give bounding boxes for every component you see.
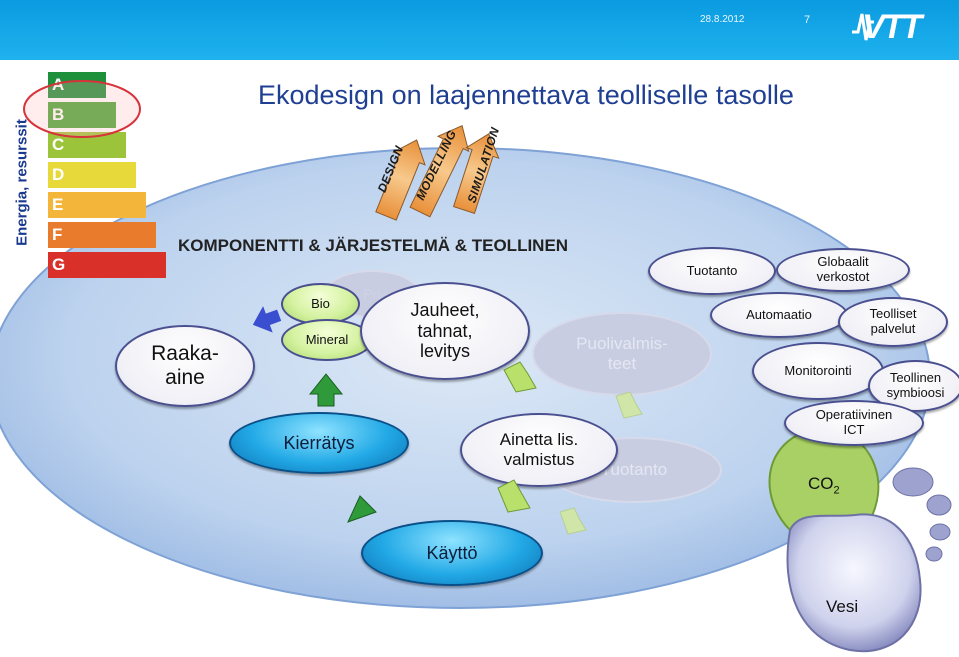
automation-node: Automaatio: [710, 292, 848, 338]
operative-ict-node: Operatiivinen ICT: [784, 400, 924, 446]
production-node: Tuotanto: [648, 247, 776, 295]
raw-material-node: Raaka- aine: [115, 325, 255, 407]
co2-text: CO: [808, 474, 834, 493]
industrial-services-node: Teolliset palvelut: [838, 297, 948, 347]
highlight-ellipse: [23, 80, 141, 138]
footprint-shapes: [768, 428, 952, 653]
arrow-use-left-icon: [347, 495, 377, 523]
energy-class-e: E: [52, 195, 64, 214]
energy-class-f: F: [52, 225, 63, 244]
additive-manufacturing-node: Ainetta lis. valmistus: [460, 413, 618, 487]
slide-number: 7: [804, 14, 811, 26]
arrow-semi-down-icon: [615, 391, 643, 419]
recycling-node: Kierrätys: [229, 412, 409, 474]
design-arrows: [375, 125, 500, 221]
vtt-logo: VTT: [862, 8, 922, 46]
arrow-bio-icon: [252, 306, 282, 333]
co2-label: CO2: [808, 474, 840, 496]
arrow-additive-down-icon: [497, 479, 531, 513]
co2-subscript: 2: [833, 484, 840, 497]
powders-node: Jauheet, tahnat, levitys: [360, 282, 530, 380]
energy-scale: A B C D E F G: [40, 66, 170, 281]
energy-class-d: D: [52, 165, 65, 184]
energy-class-a: A: [52, 75, 64, 95]
header-bar: [0, 0, 959, 60]
mineral-node: Mineral: [281, 319, 373, 361]
energy-class-g: G: [52, 255, 66, 274]
semi-finished-node: Puolivalmis- teet: [532, 312, 712, 396]
slide-date: 28.8.2012: [700, 14, 745, 25]
arrow-mineral-up-icon: [308, 373, 344, 407]
energy-class-b: B: [52, 105, 64, 125]
arrow-production-down-icon: [559, 507, 587, 535]
use-node: Käyttö: [361, 520, 543, 586]
slide-title: Ekodesign on laajennettava teolliselle t…: [258, 80, 794, 110]
water-label: Vesi: [826, 597, 859, 616]
monitoring-node: Monitorointi: [752, 342, 884, 400]
global-networks-node: Globaalit verkostot: [776, 248, 910, 292]
energy-class-c: C: [52, 135, 65, 154]
levels-label: KOMPONENTTI & JÄRJESTELMÄ & TEOLLINEN: [178, 236, 569, 255]
vtt-logo-mark-icon: [852, 13, 874, 41]
arrow-powders-down-icon: [503, 361, 537, 393]
